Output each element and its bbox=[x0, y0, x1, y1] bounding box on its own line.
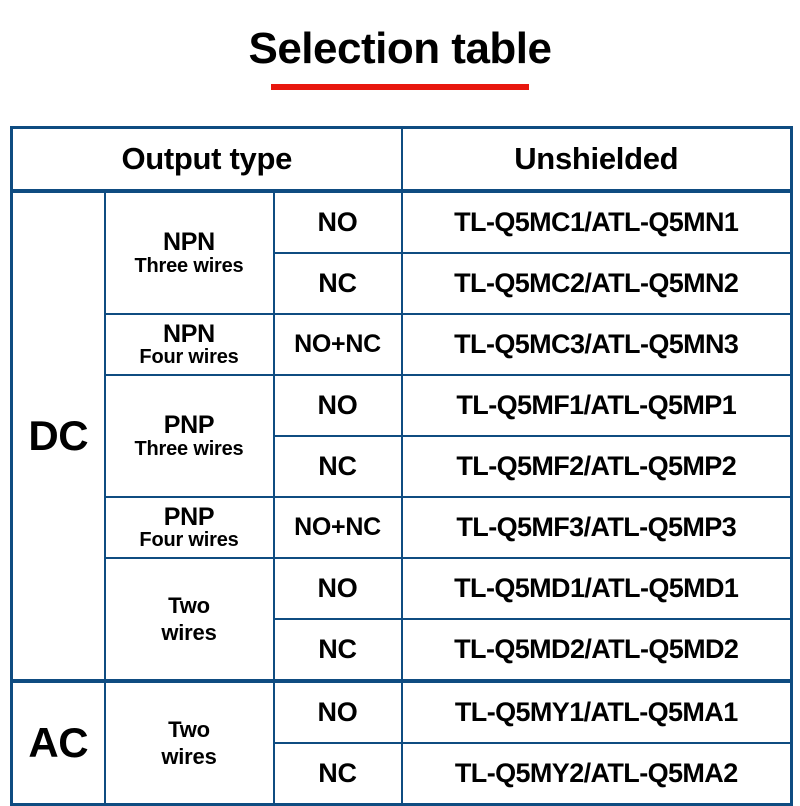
page-title: Selection table bbox=[248, 24, 552, 73]
contact-cell: NO bbox=[272, 374, 403, 437]
selection-table-body: Output type Unshielded DC NPN Three wire… bbox=[10, 126, 793, 806]
part-number-cell: TL-Q5MY2/ATL-Q5MA2 bbox=[400, 742, 793, 806]
output-type-cell: Two wires bbox=[103, 557, 275, 682]
table-row: Two wires NO TL-Q5MD1/ATL-Q5MD1 bbox=[12, 557, 793, 682]
contact-cell: NC bbox=[272, 618, 403, 682]
part-number-cell: TL-Q5MD1/ATL-Q5MD1 bbox=[400, 557, 793, 620]
table-row: DC NPN Three wires NO TL-Q5MC1/ATL-Q5MN1 bbox=[10, 189, 793, 682]
contact-cell: NO+NC bbox=[272, 313, 403, 376]
part-number-cell: TL-Q5MY1/ATL-Q5MA1 bbox=[400, 679, 793, 744]
selection-table: Output type Unshielded DC NPN Three wire… bbox=[10, 126, 794, 806]
contact-cell: NC bbox=[272, 435, 403, 498]
output-type-main: NPN bbox=[163, 228, 215, 257]
output-type-sub: Four wires bbox=[139, 346, 239, 369]
part-number-cell: TL-Q5MF2/ATL-Q5MP2 bbox=[400, 435, 793, 498]
header-unshielded: Unshielded bbox=[400, 126, 793, 192]
output-type-cell: NPN Three wires bbox=[103, 189, 275, 315]
output-type-cell: PNP Three wires bbox=[103, 374, 275, 498]
output-type-sub: Four wires bbox=[139, 529, 239, 552]
contact-cell: NC bbox=[272, 252, 403, 315]
table-row: NPN Four wires NO+NC TL-Q5MC3/ATL-Q5MN3 bbox=[12, 313, 793, 376]
part-number-cell: TL-Q5MF3/ATL-Q5MP3 bbox=[400, 496, 793, 559]
contact-cell: NO+NC bbox=[272, 496, 403, 559]
section-label-ac: AC bbox=[10, 679, 106, 806]
output-type-cell: NPN Four wires bbox=[103, 313, 275, 376]
part-number-cell: TL-Q5MC2/ATL-Q5MN2 bbox=[400, 252, 793, 315]
output-type-sub: wires bbox=[161, 744, 217, 769]
table-row: PNP Four wires NO+NC TL-Q5MF3/ATL-Q5MP3 bbox=[12, 496, 793, 559]
output-type-main: Two bbox=[168, 592, 210, 618]
output-type-sub: Three wires bbox=[134, 254, 244, 277]
part-number-cell: TL-Q5MC1/ATL-Q5MN1 bbox=[400, 189, 793, 254]
table-row: NC TL-Q5MD2/ATL-Q5MD2 bbox=[12, 618, 793, 682]
table-row: AC Two wires NO TL-Q5MY1/ATL-Q5MA1 bbox=[10, 679, 793, 806]
output-type-main: PNP bbox=[163, 411, 215, 440]
contact-cell: NO bbox=[272, 189, 403, 254]
output-type-main: PNP bbox=[163, 502, 215, 531]
table-row: NC TL-Q5MY2/ATL-Q5MA2 bbox=[12, 742, 793, 806]
header-output-type: Output type bbox=[10, 126, 403, 192]
output-type-main: Two bbox=[168, 716, 210, 742]
output-type-sub: wires bbox=[161, 620, 217, 645]
contact-cell: NO bbox=[272, 557, 403, 620]
contact-cell: NC bbox=[272, 742, 403, 806]
table-row: NC TL-Q5MC2/ATL-Q5MN2 bbox=[12, 252, 793, 315]
section-label-dc: DC bbox=[10, 189, 106, 682]
table-header-row: Output type Unshielded bbox=[10, 126, 793, 192]
selection-table-wrapper: Output type Unshielded DC NPN Three wire… bbox=[10, 126, 794, 806]
table-row: NC TL-Q5MF2/ATL-Q5MP2 bbox=[12, 435, 793, 498]
table-row: PNP Three wires NO TL-Q5MF1/ATL-Q5MP1 bbox=[12, 374, 793, 498]
output-type-main: NPN bbox=[163, 319, 215, 348]
contact-cell: NO bbox=[272, 679, 403, 744]
part-number-cell: TL-Q5MF1/ATL-Q5MP1 bbox=[400, 374, 793, 437]
output-type-cell: Two wires bbox=[103, 679, 275, 806]
part-number-cell: TL-Q5MD2/ATL-Q5MD2 bbox=[400, 618, 793, 682]
title-underline-rule bbox=[271, 84, 529, 90]
output-type-cell: PNP Four wires bbox=[103, 496, 275, 559]
part-number-cell: TL-Q5MC3/ATL-Q5MN3 bbox=[400, 313, 793, 376]
output-type-sub: Three wires bbox=[134, 437, 244, 460]
title-block: Selection table bbox=[0, 24, 800, 90]
